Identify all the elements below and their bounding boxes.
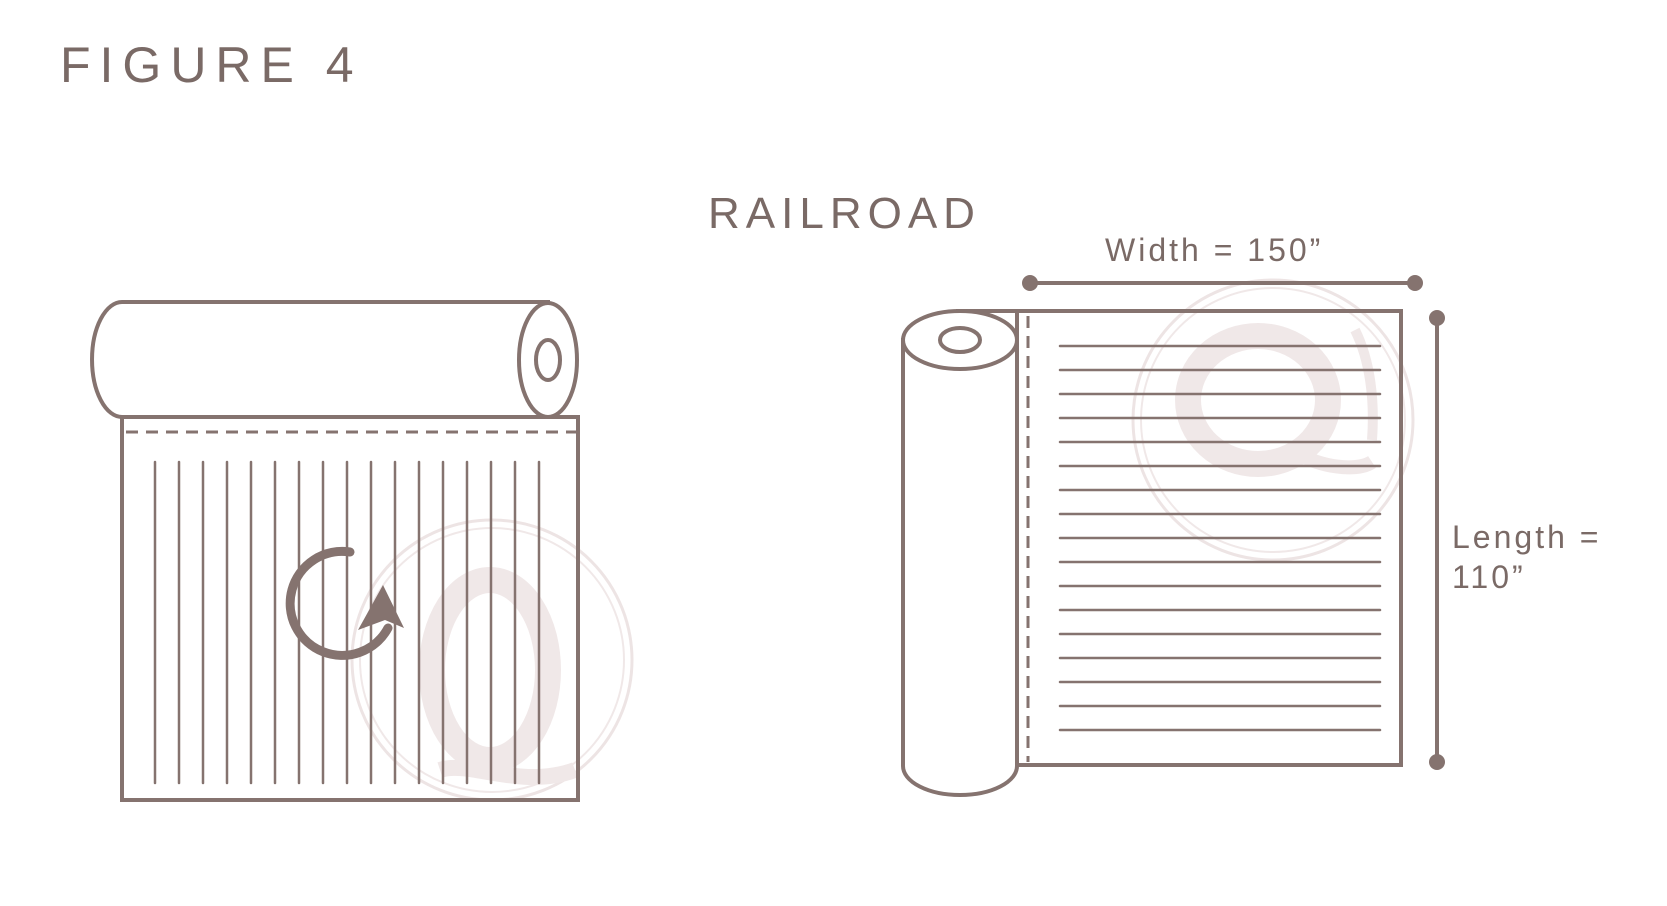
railroad-title: RAILROAD	[708, 189, 981, 238]
length-label-line1: Length =	[1452, 519, 1602, 555]
width-label: Width = 150”	[1105, 232, 1324, 268]
rotate-arrow-icon	[285, 546, 404, 660]
length-label: Length = 110”	[1452, 517, 1652, 597]
length-dimension-line	[1429, 310, 1445, 770]
roll-body-left	[90, 300, 550, 419]
roll-body-right	[901, 338, 1019, 797]
width-dimension-line	[1022, 275, 1423, 291]
figure-title: FIGURE 4	[60, 37, 363, 93]
roll-end-left	[517, 301, 579, 419]
vertical-stripes	[153, 460, 541, 785]
q-logo-watermark-right	[1131, 278, 1415, 562]
railroad-roll-illustration	[901, 275, 1445, 797]
roll-end-right	[901, 309, 1019, 371]
standard-roll-illustration	[90, 300, 634, 802]
roll-core-right	[938, 326, 982, 354]
roll-core-left	[534, 338, 562, 382]
length-label-line2: 110”	[1452, 559, 1526, 595]
horizontal-stripes	[1058, 344, 1382, 732]
